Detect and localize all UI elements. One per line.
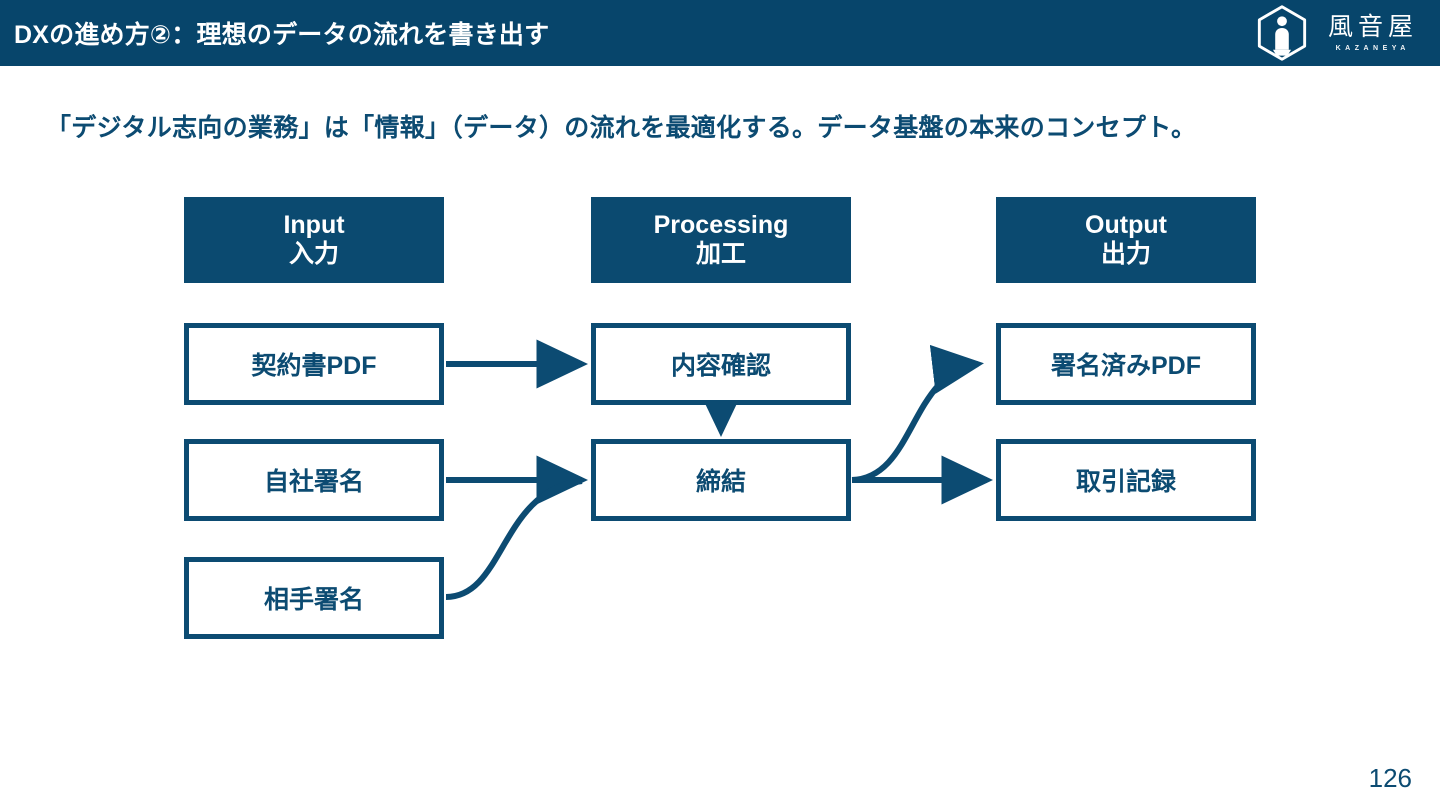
logo-text-jp: 風音屋 [1327,12,1418,41]
header-bar: DXの進め方②：理想のデータの流れを書き出す 風音屋 KAZANEYA [0,0,1440,66]
node-naiyou-kakunin[interactable]: 内容確認 [591,323,851,405]
node-jisha-shomei[interactable]: 自社署名 [184,439,444,521]
column-header-input: Input 入力 [184,197,444,283]
logo-text: 風音屋 KAZANEYA [1323,12,1418,52]
arrow-aiteshomei-to-teiketsu [445,478,583,600]
column-header-processing: Processing 加工 [591,197,851,283]
node-shomeizumi-pdf[interactable]: 署名済みPDF [996,323,1256,405]
arrow-teiketsu-to-shomeizumi-pdf [851,344,984,483]
column-header-processing-en: Processing [653,210,789,239]
node-label: 取引記録 [1075,468,1176,496]
node-torihiki-kiroku[interactable]: 取引記録 [996,439,1256,521]
node-label: 契約書PDF [251,352,377,380]
node-label: 署名済みPDF [1050,352,1201,380]
brand-logo: 風音屋 KAZANEYA [1253,4,1418,62]
node-label: 締結 [695,468,746,496]
subtitle: 「デジタル志向の業務」は「情報」（データ）の流れを最適化する。データ基盤の本来の… [46,114,1197,142]
logo-text-en: KAZANEYA [1335,44,1410,52]
node-aite-shomei[interactable]: 相手署名 [184,557,444,639]
column-header-output-en: Output [1085,210,1167,239]
kazaneya-hexagon-logo-icon [1257,5,1307,61]
page-title: DXの進め方②：理想のデータの流れを書き出す [14,21,550,49]
column-header-input-en: Input [283,210,345,239]
column-header-output: Output 出力 [996,197,1256,283]
column-header-output-jp: 出力 [1100,240,1151,268]
node-label: 内容確認 [670,352,771,380]
node-teiketsu[interactable]: 締結 [591,439,851,521]
node-label: 自社署名 [263,468,364,496]
node-keiyakusho-pdf[interactable]: 契約書PDF [184,323,444,405]
node-label: 相手署名 [263,586,364,614]
page-number: 126 [1368,763,1412,793]
column-header-input-jp: 入力 [288,240,339,268]
column-header-processing-jp: 加工 [695,240,746,268]
